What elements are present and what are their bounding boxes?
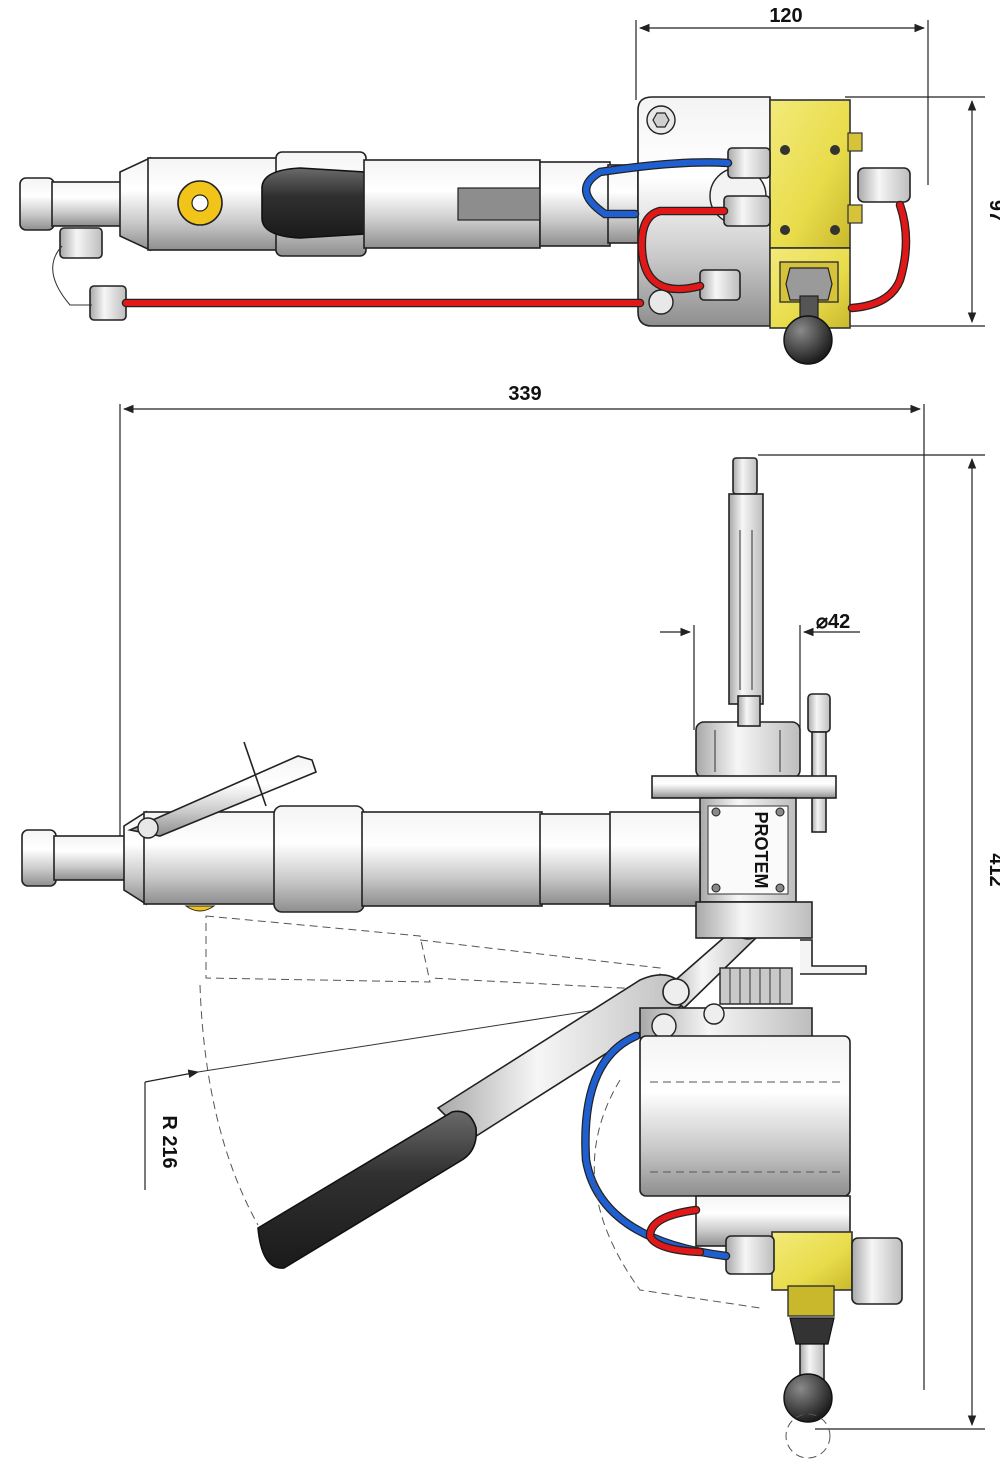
dimension-overall-length: 339 bbox=[119, 383, 925, 1390]
spindle-shaft bbox=[728, 493, 764, 705]
collet-chuck bbox=[695, 721, 801, 779]
inlet-taper bbox=[119, 156, 151, 252]
dim-overall-height-label: 412 bbox=[985, 853, 1000, 886]
side-inlet bbox=[53, 835, 127, 881]
dim-overall-length-label: 339 bbox=[508, 383, 541, 405]
fitting-blue bbox=[727, 147, 771, 179]
flange-plate bbox=[651, 775, 837, 799]
dim-top-height-label: 97 bbox=[985, 200, 1000, 222]
dimension-handle-radius: R 216 bbox=[144, 984, 661, 1226]
collet-nut bbox=[737, 695, 761, 727]
side-motor-tube bbox=[361, 811, 543, 907]
dimension-spindle-diameter: ⌀42 bbox=[660, 611, 860, 730]
dimension-top-width: 120 bbox=[635, 5, 929, 185]
side-red-hose bbox=[646, 1207, 703, 1255]
side-air-nozzle bbox=[21, 829, 57, 887]
dim-spindle-diameter-label: ⌀42 bbox=[816, 611, 850, 633]
lower-elbow-fitting bbox=[851, 1237, 903, 1305]
valve-nut-icon bbox=[785, 267, 833, 301]
phantom-handle-position bbox=[205, 915, 431, 983]
dim-handle-radius-label: R 216 bbox=[158, 1115, 180, 1168]
lower-valve-knob bbox=[783, 1373, 833, 1423]
side-head-collar bbox=[609, 811, 701, 907]
inlet-elbow bbox=[51, 181, 123, 227]
yellow-valve-block bbox=[769, 99, 851, 249]
side-throttle-collar bbox=[273, 805, 365, 913]
head-collar bbox=[607, 164, 639, 244]
air-inlet-nozzle bbox=[19, 177, 55, 231]
spindle-tip bbox=[732, 457, 758, 495]
feed-lever-grip bbox=[257, 1110, 478, 1269]
fitting-red bbox=[723, 195, 771, 227]
fitting-inlet-bend bbox=[89, 285, 127, 321]
hex-bolt-icon bbox=[652, 112, 670, 128]
fitting-elbow-right bbox=[857, 167, 911, 203]
rack-gear bbox=[719, 967, 793, 1005]
lower-valve-nut bbox=[787, 1285, 835, 1317]
side-blue-hose bbox=[582, 1033, 729, 1259]
valve-knob bbox=[783, 315, 833, 365]
dim-top-width-label: 120 bbox=[769, 5, 802, 27]
top-red-hose-a bbox=[638, 208, 727, 293]
fitting-inlet-elbow bbox=[59, 227, 103, 259]
lower-fitting bbox=[725, 1235, 775, 1275]
side-gear-head bbox=[539, 813, 613, 905]
top-blue-hose bbox=[583, 159, 731, 217]
clamp-stud bbox=[807, 693, 831, 733]
top-red-hose-b bbox=[849, 202, 909, 311]
dimension-top-height: 97 bbox=[845, 96, 1000, 327]
brand-nameplate: PROTEM bbox=[751, 811, 771, 888]
lower-yellow-valve bbox=[771, 1231, 853, 1291]
top-view: 120 97 bbox=[19, 5, 1000, 365]
dimension-overall-height: 412 bbox=[758, 454, 1000, 1430]
feed-housing bbox=[695, 901, 813, 939]
fitting-return bbox=[699, 269, 741, 301]
side-view: 339 412 ⌀42 R 216 bbox=[21, 383, 1000, 1459]
